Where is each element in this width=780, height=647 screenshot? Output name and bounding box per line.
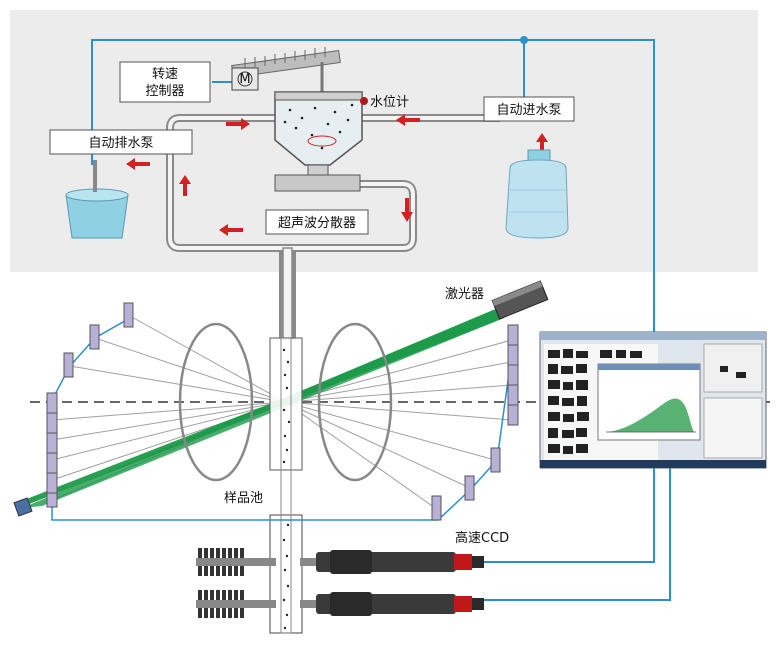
- ultrasonic-disperser-label: 超声波分散器: [265, 209, 369, 235]
- ccd-camera-2: [196, 590, 484, 618]
- laser-label: 激光器: [445, 287, 484, 302]
- dispersion-tank: [274, 91, 368, 192]
- left-detector-array: [46, 302, 134, 508]
- drain-pump-label: 自动排水泵: [49, 129, 193, 155]
- svg-text:超声波分散器: 超声波分散器: [278, 216, 356, 231]
- monitor-icon: [539, 331, 767, 469]
- speed-controller-label: 转速 控制器: [119, 61, 211, 103]
- wiring-lines: [91, 39, 671, 601]
- svg-text:自动排水泵: 自动排水泵: [88, 136, 153, 151]
- inlet-pump-label: 自动进水泵: [483, 96, 575, 122]
- flow-arrows: [126, 114, 548, 236]
- lenses: [178, 322, 393, 482]
- detector-frame: [51, 317, 516, 521]
- sample-cell: [269, 337, 303, 634]
- svg-text:控制器: 控制器: [145, 84, 184, 99]
- laser-icon: [491, 280, 549, 320]
- right-detector-array: [431, 324, 519, 521]
- water-level-label: 水位计: [370, 95, 409, 110]
- ccd-camera-1: [196, 548, 484, 576]
- lens-right: [317, 322, 393, 482]
- svg-text:水位计: 水位计: [370, 95, 409, 110]
- motor-icon: M: [231, 67, 259, 91]
- svg-text:自动进水泵: 自动进水泵: [496, 103, 561, 118]
- water-level-sensor: [360, 97, 368, 105]
- water-jug-icon: [505, 149, 569, 239]
- wiring-junction: [520, 36, 528, 44]
- ultrasonic-unit: [274, 174, 361, 192]
- motor-label: M: [239, 72, 250, 87]
- bucket-icon: [65, 160, 129, 239]
- lens-left: [178, 322, 254, 482]
- svg-text:转速: 转速: [152, 67, 178, 82]
- beam-stop: [13, 497, 33, 517]
- sample-cell-label: 样品池: [224, 491, 263, 506]
- pipe-down: [282, 247, 293, 339]
- ccd-label: 高速CCD: [455, 530, 509, 546]
- camera-icon: [196, 548, 484, 618]
